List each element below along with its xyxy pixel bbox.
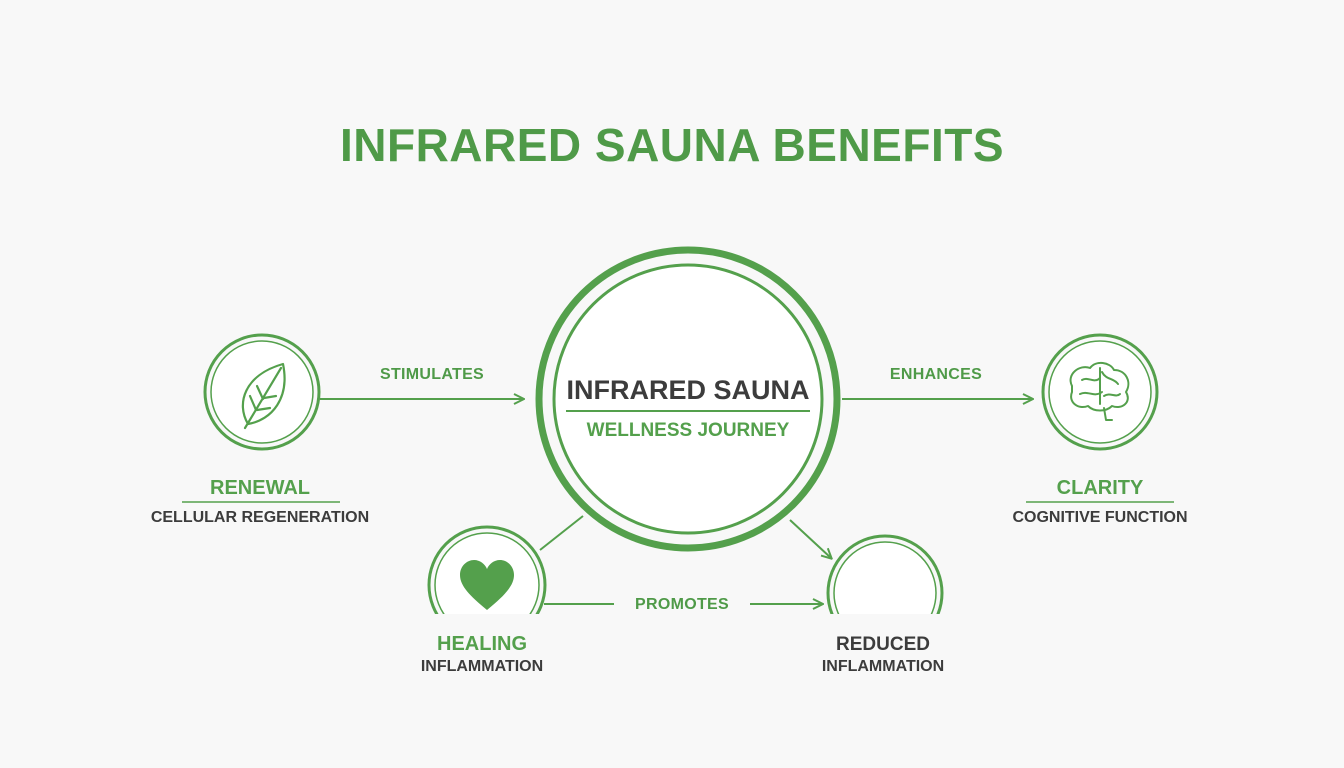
hub-to-healing-line: [539, 515, 584, 551]
center-subtitle: WELLNESS JOURNEY: [586, 420, 790, 441]
page-title: INFRARED SAUNA BENEFITS: [339, 119, 1005, 171]
enhances-label: ENHANCES: [889, 366, 983, 383]
renewal-node-circle: [203, 333, 321, 451]
stimulates-label: STIMULATES: [379, 366, 485, 383]
reduced-title: REDUCED: [836, 634, 930, 655]
hub-to-reduced-arrow: [789, 519, 831, 558]
brain-icon: [1069, 362, 1130, 421]
center-hub: [535, 246, 841, 552]
clarity-subtitle: COGNITIVE FUNCTION: [1012, 509, 1188, 526]
leaf-icon: [241, 362, 286, 430]
heart-icon: [460, 560, 514, 610]
reduced-node-circle: [826, 534, 944, 614]
healing-subtitle: INFLAMMATION: [420, 658, 544, 675]
clarity-title: CLARITY: [1056, 477, 1144, 499]
center-title: INFRARED SAUNA: [566, 375, 810, 405]
promotes-label: PROMOTES: [635, 596, 729, 613]
reduced-subtitle: INFLAMMATION: [821, 658, 945, 675]
renewal-subtitle: CELLULAR REGENERATION: [150, 509, 370, 526]
healing-title: HEALING: [437, 633, 527, 655]
renewal-title: RENEWAL: [210, 477, 310, 499]
